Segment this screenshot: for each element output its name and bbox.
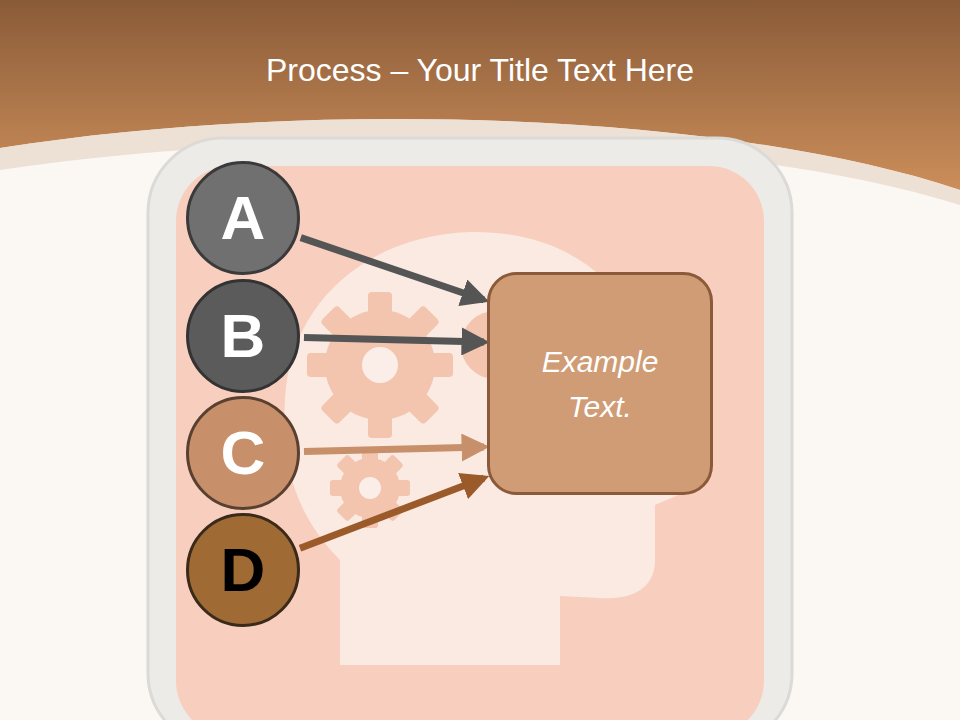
step-letter: B [221,305,266,367]
step-letter: D [221,539,266,601]
box-text: Example Text. [525,339,675,429]
step-circle: B [186,279,300,393]
box-outline [487,272,713,495]
flow-arrow [301,238,484,300]
step-circle: D [186,513,300,627]
flow-arrow [300,478,484,548]
step-circle: A [186,161,300,275]
process-box: Example Text. [487,272,713,495]
step-circle: C [186,396,300,510]
flow-arrow [304,447,484,451]
slide-title: Process – Your Title Text Here [0,52,960,89]
flow-arrow [304,338,484,342]
step-letter: A [221,187,266,249]
step-letter: C [221,422,266,484]
